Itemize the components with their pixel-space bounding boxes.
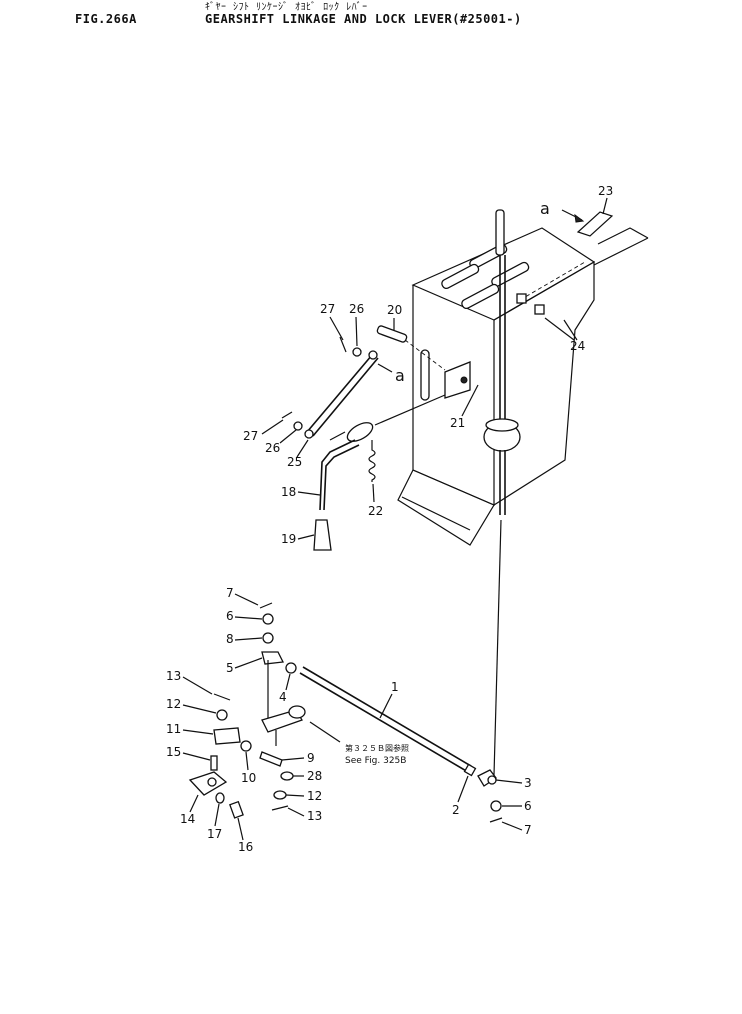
nut	[262, 613, 274, 625]
gear-lever-knob	[495, 209, 505, 256]
callout-17: 17	[207, 827, 222, 841]
cotter-pin	[489, 817, 503, 823]
cotter-pin	[259, 602, 273, 609]
callout-4: 4	[279, 690, 287, 704]
washer	[352, 347, 362, 357]
callout-26: 26	[349, 302, 364, 316]
cotter-pin	[339, 336, 347, 353]
linkage-rod	[299, 672, 469, 773]
reference-note-jp: 第３２５Ｂ図参照	[345, 743, 409, 753]
callout-13: 13	[307, 809, 322, 823]
figure-number: FIG.266A	[75, 12, 137, 26]
cotter-pin	[281, 411, 293, 419]
gate-slot	[491, 261, 530, 288]
callout-28: 28	[307, 769, 322, 783]
callout-15: 15	[166, 745, 181, 759]
reference-note: See Fig. 325B	[345, 756, 406, 766]
callout-12: 12	[166, 697, 181, 711]
callout-27: 27	[320, 302, 335, 316]
lower-linkage	[188, 602, 503, 823]
pin	[210, 755, 218, 771]
callout-16: 16	[238, 840, 253, 854]
callout-22: 22	[368, 504, 383, 518]
bracket	[444, 361, 471, 399]
callout-7: 7	[524, 823, 532, 837]
lock-lever-assembly	[281, 325, 446, 551]
nut	[463, 763, 477, 777]
control-box	[397, 209, 596, 546]
rod-end	[261, 651, 284, 665]
washer	[280, 771, 294, 781]
callout-13: 13	[166, 669, 181, 683]
bolt	[229, 800, 244, 819]
callout-6: 6	[524, 799, 532, 813]
callout-19: 19	[281, 532, 296, 546]
callout-a: a	[395, 366, 405, 385]
lever-grip	[313, 519, 332, 551]
spring	[368, 440, 376, 482]
callout-2: 2	[452, 803, 460, 817]
callout-26: 26	[265, 441, 280, 455]
callout-14: 14	[180, 812, 195, 826]
control-box-side	[493, 260, 595, 506]
callout-5: 5	[226, 661, 234, 675]
cotter-pin	[213, 693, 231, 701]
base-plate	[397, 469, 495, 546]
lock-lever	[319, 439, 356, 511]
callout-23: 23	[598, 184, 613, 198]
lock-pin	[376, 325, 408, 343]
link-rod	[306, 354, 373, 433]
rod-end	[213, 727, 241, 745]
nut	[216, 709, 228, 721]
nut	[490, 800, 502, 812]
nut	[240, 740, 252, 752]
callout-3: 3	[524, 776, 532, 790]
callout-12: 12	[307, 789, 322, 803]
lock-wire	[561, 209, 649, 266]
washer	[215, 792, 225, 804]
side-slot	[420, 349, 430, 401]
callout-1: 1	[391, 680, 399, 694]
callout-7: 7	[226, 586, 234, 600]
callout-10: 10	[241, 771, 256, 785]
callout-11: 11	[166, 722, 181, 736]
title-japanese: ｷﾞﾔｰ ｼﾌﾄ ﾘﾝｹｰｼﾞ ｵﾖﾋﾞ ﾛｯｸ ﾚﾊﾞｰ	[205, 2, 368, 13]
bolt	[259, 751, 283, 767]
callout-20: 20	[387, 303, 402, 317]
nut	[285, 662, 297, 674]
gate-slot	[461, 283, 500, 310]
callout-18: 18	[281, 485, 296, 499]
cotter-pin	[271, 805, 289, 811]
callout-27: 27	[243, 429, 258, 443]
callout-a: a	[540, 199, 550, 218]
washer	[293, 421, 303, 431]
gate-slot	[441, 263, 480, 290]
callout-6: 6	[226, 609, 234, 623]
washer	[262, 632, 274, 644]
callout-8: 8	[226, 632, 234, 646]
figure-title: GEARSHIFT LINKAGE AND LOCK LEVER(#25001-…	[205, 12, 522, 26]
nut	[273, 790, 287, 800]
callouts: 23 a 24 20 26 27 a 21 27 26 25 18 19 22 …	[166, 184, 613, 854]
callout-24: 24	[570, 339, 585, 353]
shift-rod	[493, 519, 502, 776]
callout-21: 21	[450, 416, 465, 430]
callout-9: 9	[307, 751, 315, 765]
callout-25: 25	[287, 455, 302, 469]
